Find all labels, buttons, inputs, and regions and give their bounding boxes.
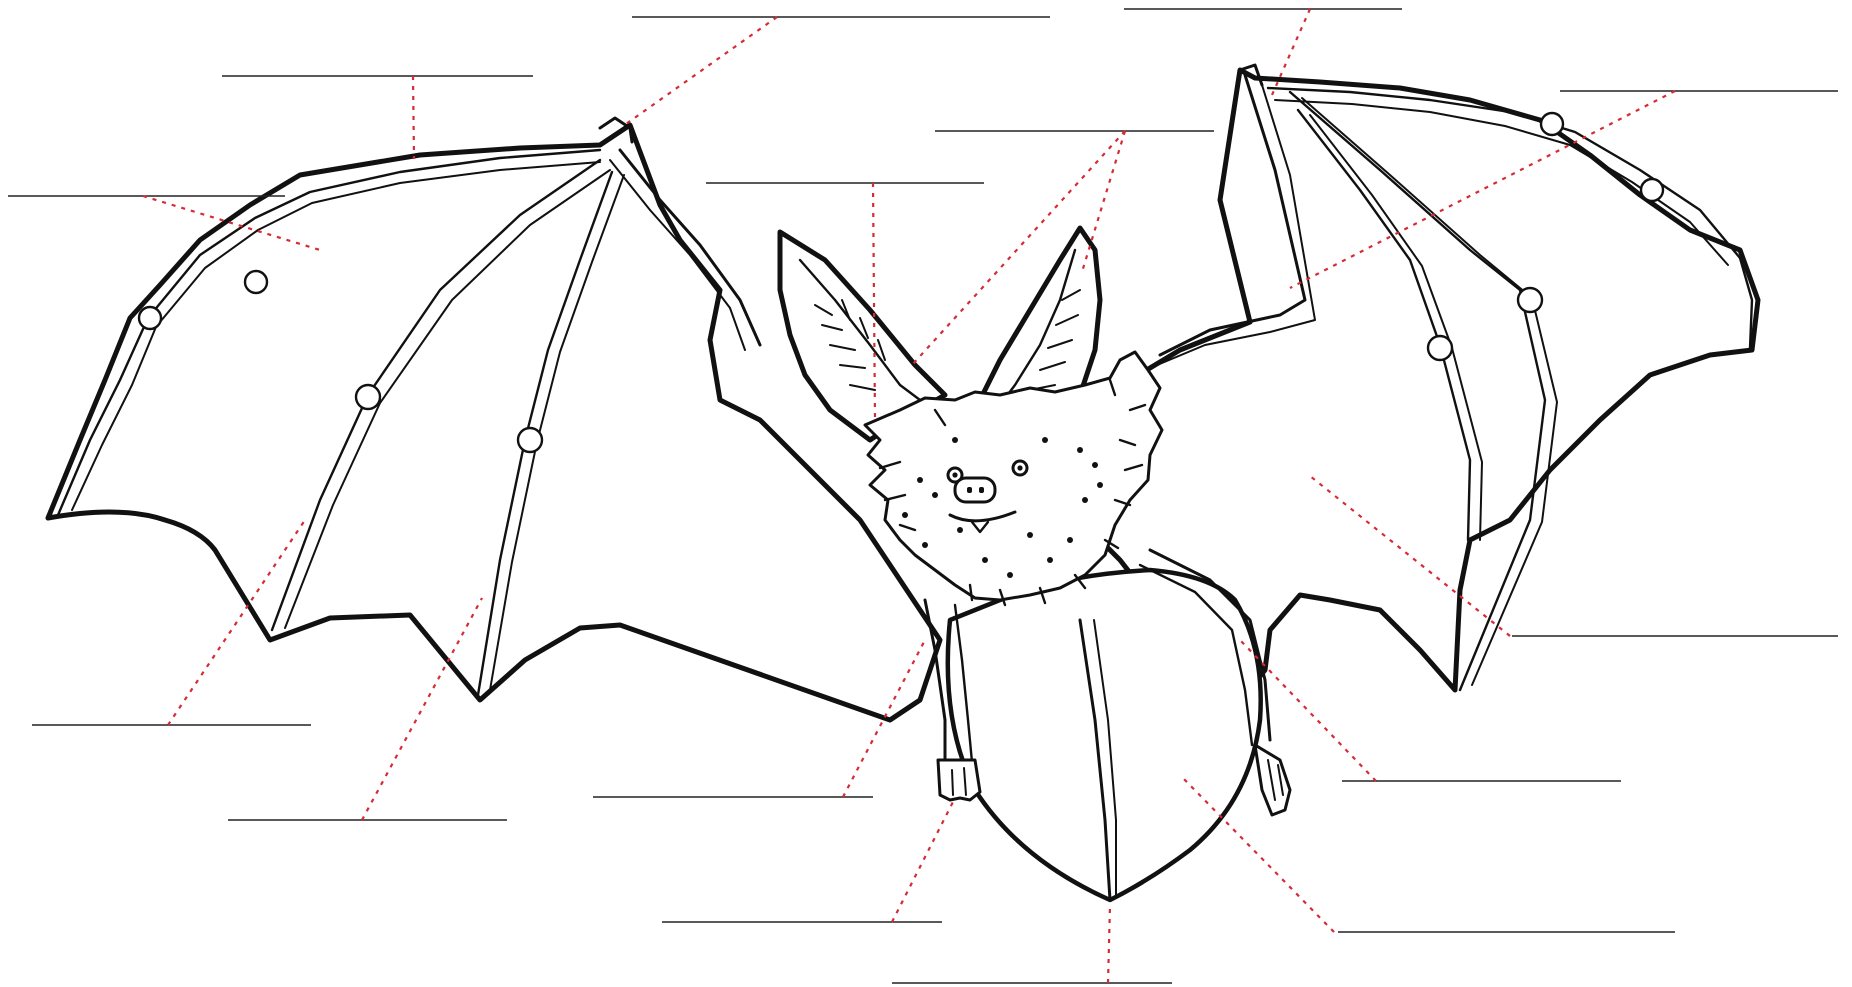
leader-line-15 bbox=[1108, 905, 1110, 983]
left-foot bbox=[938, 760, 980, 800]
left-joint bbox=[518, 428, 542, 452]
left-joint bbox=[245, 271, 267, 293]
left-joint bbox=[356, 385, 380, 409]
tail-membrane bbox=[948, 570, 1261, 900]
right-joint bbox=[1541, 113, 1563, 135]
right-joint bbox=[1518, 288, 1542, 312]
leader-line-1 bbox=[626, 17, 777, 124]
right-joint bbox=[1641, 179, 1663, 201]
bat-icon bbox=[48, 65, 1758, 900]
nose bbox=[955, 478, 995, 502]
leader-line-13 bbox=[892, 798, 955, 922]
leader-line-3 bbox=[413, 76, 414, 159]
right-joint bbox=[1428, 336, 1452, 360]
left-joint bbox=[139, 307, 161, 329]
left-wing-membrane bbox=[48, 125, 940, 720]
